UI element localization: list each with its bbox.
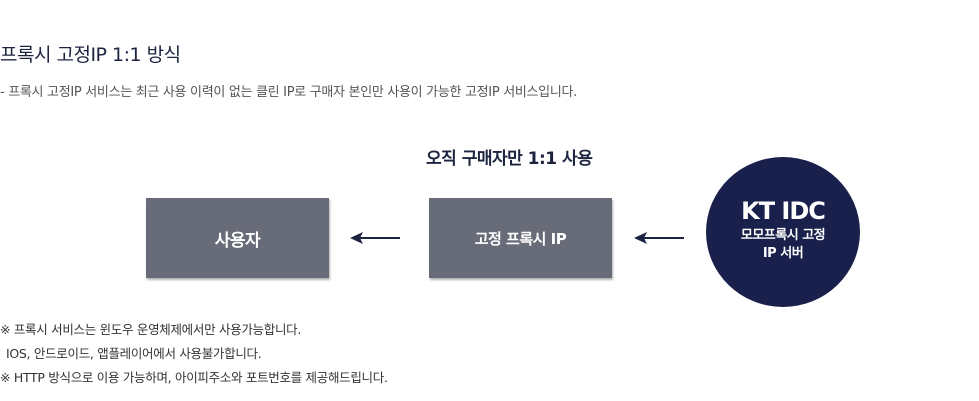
diagram-title: 오직 구매자만 1:1 사용 [426,149,593,169]
server-name: KT IDC [741,197,826,225]
notes: ※ 프록시 서비스는 윈도우 운영체제에서만 사용가능합니다. IOS, 안드로… [0,318,388,390]
note-item: ※ HTTP 방식으로 이용 가능하며, 아이피주소와 포트번호를 제공해드립니… [0,370,388,385]
proxy-box: 고정 프록시 IP [429,198,612,278]
note-item: IOS, 안드로이드, 앱플레이어에서 사용불가합니다. [6,346,262,361]
note-item: ※ 프록시 서비스는 윈도우 운영체제에서만 사용가능합니다. [0,322,302,337]
page-title: 프록시 고정IP 1:1 방식 [0,44,181,66]
server-description: 모모프록시 고정IP 서버 [740,228,826,261]
server-circle: KT IDC 모모프록시 고정IP 서버 [706,157,860,307]
page-subtitle: - 프록시 고정IP 서비스는 최근 사용 이력이 없는 클린 IP로 구매자 … [0,85,577,100]
user-box: 사용자 [146,198,329,278]
left-arrow-icon [350,232,400,244]
left-arrow-icon [634,232,684,244]
